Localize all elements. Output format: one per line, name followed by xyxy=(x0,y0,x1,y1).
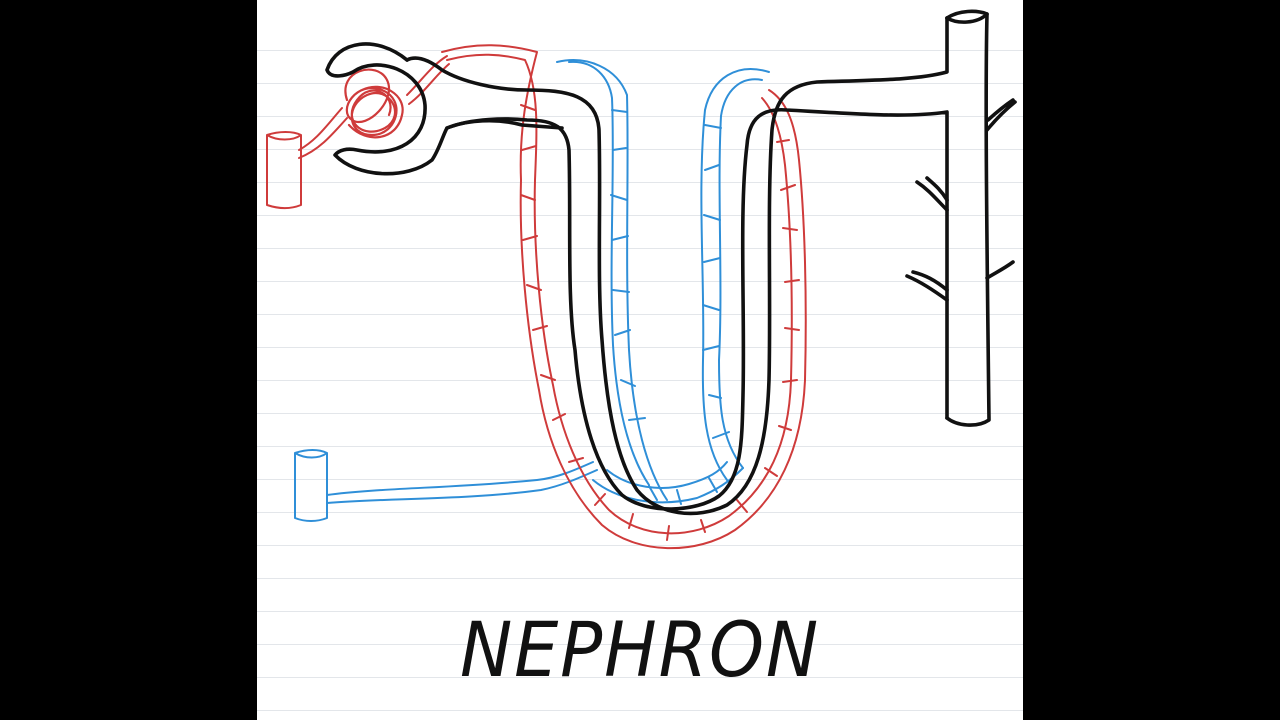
artery-left-inner xyxy=(446,53,793,535)
letterbox-right xyxy=(1023,0,1280,720)
artery-rungs xyxy=(520,104,800,541)
diagram-title: NEPHRON xyxy=(459,605,821,694)
nephron-diagram xyxy=(266,9,1017,550)
vein-rungs xyxy=(610,109,730,505)
vein-left-outer xyxy=(556,59,668,501)
duct-branch-right-2 xyxy=(985,260,1015,280)
collecting-duct-right-wall xyxy=(945,9,991,427)
vein-right-inner xyxy=(718,78,763,469)
vein-right-outer xyxy=(700,68,770,481)
lined-paper: NEPHRON xyxy=(257,0,1023,720)
letterbox-left xyxy=(0,0,257,720)
venous-capillaries xyxy=(294,59,770,522)
collecting-duct-cap xyxy=(945,12,989,24)
efferent-to-venule xyxy=(326,461,598,504)
vein-bottom-outer xyxy=(592,467,744,504)
bowmans-capsule xyxy=(325,42,564,176)
afferent-arteriole xyxy=(298,107,348,159)
proximal-tubule-inner xyxy=(445,107,949,511)
vein-bottom-inner xyxy=(606,461,728,489)
nephron-tubule xyxy=(325,9,1017,516)
vein-left-inner xyxy=(568,60,650,486)
venule-cross-section xyxy=(294,449,328,522)
proximal-tubule-outer xyxy=(405,16,949,516)
duct-branch-left-2 xyxy=(905,270,949,302)
glomerulus-tuft xyxy=(344,68,404,139)
efferent-arteriole xyxy=(406,55,450,105)
arteriole-cross-section xyxy=(266,131,302,209)
duct-branch-left-1 xyxy=(915,176,949,212)
duct-branch-upper xyxy=(985,98,1017,132)
